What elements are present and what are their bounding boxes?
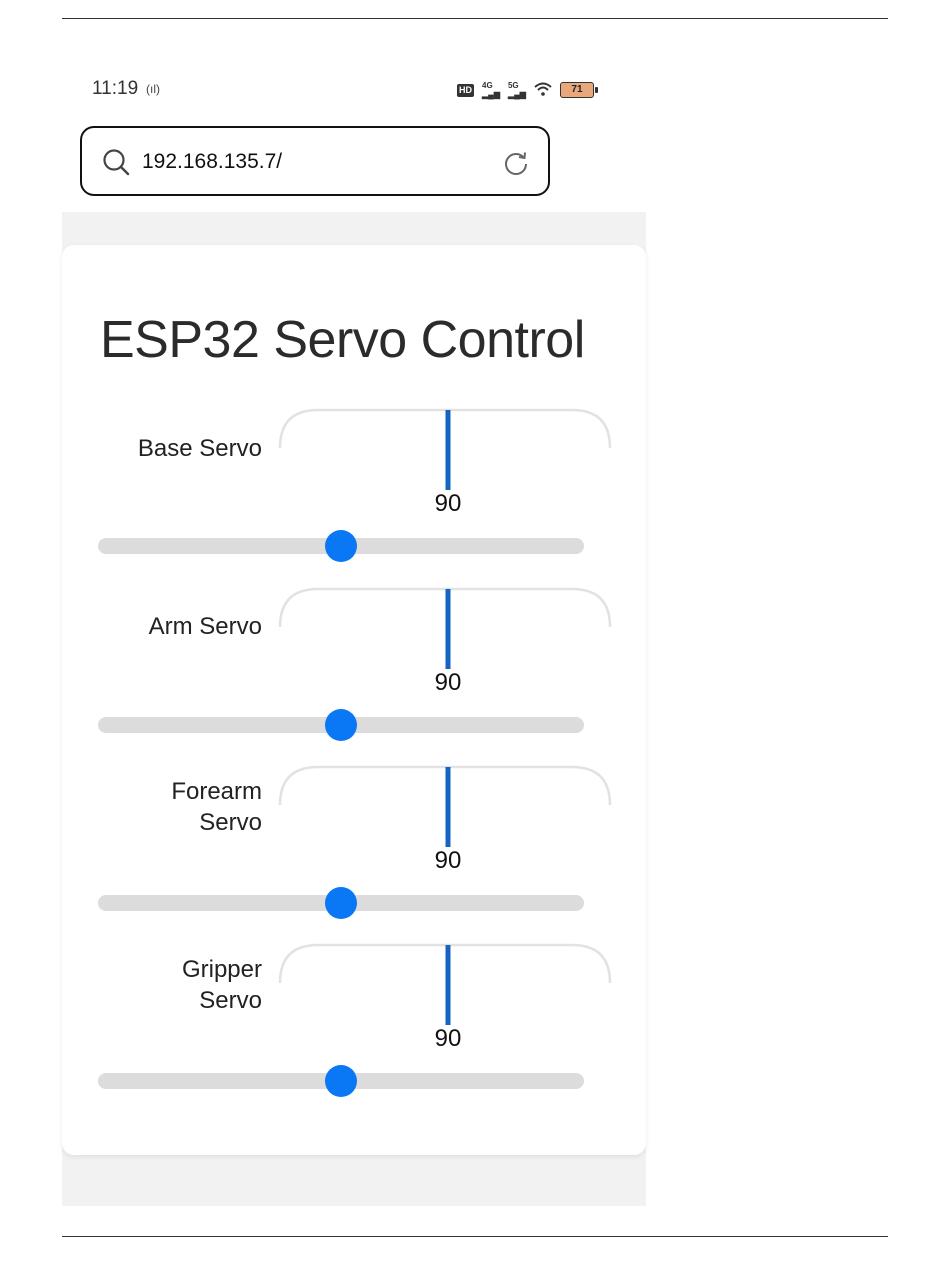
url-text[interactable]: 192.168.135.7/ [142, 150, 282, 174]
address-bar[interactable]: 192.168.135.7/ [80, 126, 550, 196]
gauge-arc [280, 410, 610, 448]
hd-icon: HD [457, 84, 474, 97]
servo-value: 90 [430, 669, 466, 697]
servo-slider[interactable] [98, 1073, 584, 1089]
status-icons: HD 4G ▂▄▆ 5G ▂▄▆ 71 [457, 80, 594, 100]
servo-slider[interactable] [98, 538, 584, 554]
wifi-icon [534, 82, 552, 99]
signal-4g-icon: 4G ▂▄▆ [482, 81, 500, 99]
servo-slider[interactable] [98, 717, 584, 733]
gauge-arc [280, 767, 610, 805]
servo-slider[interactable] [98, 895, 584, 911]
servo-value: 90 [430, 490, 466, 518]
servo-slider-thumb[interactable] [325, 1065, 357, 1097]
servo-slider-thumb[interactable] [325, 887, 357, 919]
vibrate-icon: (ıl) [146, 82, 160, 96]
servo-label: Base Servo [92, 433, 262, 464]
servo-slider-thumb[interactable] [325, 530, 357, 562]
servo-row: Base Servo 90 [0, 408, 950, 578]
page-title: ESP32 Servo Control [100, 310, 585, 370]
battery-icon: 71 [560, 82, 594, 98]
servo-row: Arm Servo 90 [0, 587, 950, 757]
servo-value: 90 [430, 847, 466, 875]
signal-5g-icon: 5G ▂▄▆ [508, 81, 526, 99]
network-5g-label: 5G [508, 81, 526, 90]
search-icon[interactable] [102, 148, 130, 176]
gauge-arc [280, 589, 610, 627]
servo-slider-thumb[interactable] [325, 709, 357, 741]
gauge-arc [280, 945, 610, 983]
servo-label: Arm Servo [92, 611, 262, 642]
servo-value: 90 [430, 1025, 466, 1053]
page-top-rule [62, 18, 888, 19]
page-bottom-rule [62, 1236, 888, 1237]
network-4g-label: 4G [482, 81, 500, 90]
status-time: 11:19 [92, 78, 138, 100]
reload-icon[interactable] [502, 149, 530, 177]
